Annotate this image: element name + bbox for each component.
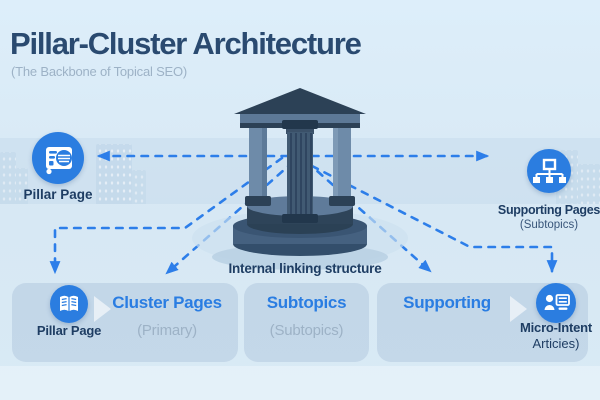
temple-pediment — [234, 88, 366, 128]
chevron-right-icon — [510, 296, 527, 322]
page-title: Pillar-Cluster Architecture — [10, 26, 362, 61]
subtopics-subtitle: (Subtopics) — [269, 322, 344, 339]
page-subtitle: (The Backbone of Topical SEO) — [11, 64, 188, 79]
open-book-icon — [50, 285, 88, 323]
temple-halo — [192, 210, 408, 266]
micro-intent-label-line1: Micro-Intent — [520, 320, 592, 335]
micro-intent-label-line2: Articies) — [532, 336, 580, 351]
flow-box-supporting: Supporting Micro-Intent Articies) — [377, 283, 592, 362]
building-silhouette — [132, 170, 146, 204]
temple-base — [233, 196, 367, 256]
supporting-title: Supporting — [403, 293, 491, 312]
supporting-pages-sublabel: (Subtopics) — [519, 219, 579, 231]
box-pillar-page-label: Pillar Page — [36, 323, 102, 338]
supporting-pages-node: Supporting Pages (Subtopics) — [497, 147, 600, 237]
floor-strip — [0, 366, 600, 400]
pillar-page-node: Pillar Page — [8, 130, 108, 205]
pillar-page-label: Pillar Page — [23, 187, 93, 202]
flow-box-cluster-pages: Pillar Page Cluster Pages (Primary) — [12, 283, 238, 362]
user-article-icon — [536, 283, 576, 323]
flow-box-subtopics: Subtopics (Subtopics) — [244, 283, 369, 362]
cluster-pages-subtitle: (Primary) — [137, 322, 197, 339]
supporting-pages-label: Supporting Pages — [497, 203, 600, 217]
document-page-icon — [32, 132, 84, 184]
building-silhouette — [0, 152, 16, 204]
sitemap-icon — [527, 149, 571, 193]
cluster-pages-title: Cluster Pages — [112, 293, 222, 312]
subtopics-title: Subtopics — [266, 293, 347, 312]
building-silhouette — [578, 164, 600, 204]
building-silhouette — [16, 168, 28, 204]
chevron-right-icon — [94, 296, 111, 322]
internal-linking-caption: Internal linking structure — [228, 261, 382, 276]
